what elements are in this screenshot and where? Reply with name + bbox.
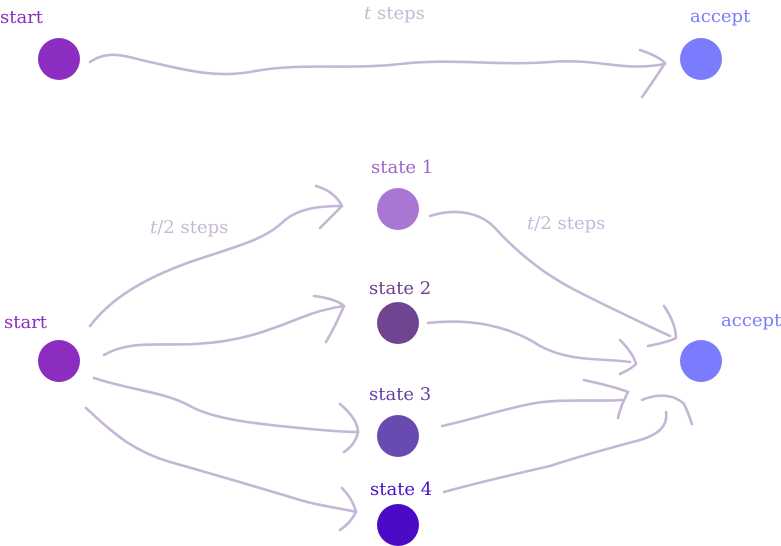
state4-node <box>377 504 419 546</box>
state2-node <box>377 302 419 344</box>
bottom-start-node <box>38 340 80 382</box>
arrowhead-state3 <box>338 402 360 454</box>
arrow-state2-to-accept <box>426 320 632 364</box>
state3-label: state 3 <box>369 384 432 405</box>
arrow-state1-to-accept <box>428 210 672 338</box>
state1-node <box>377 188 419 230</box>
arrow-state4-to-accept <box>442 410 668 494</box>
arrowhead-top <box>638 48 667 99</box>
top-start-node <box>38 38 80 80</box>
arrowhead-state4-accept <box>640 394 694 426</box>
arrow-start-to-state1 <box>88 204 344 328</box>
arrowhead-state1 <box>314 184 344 230</box>
arrow-top-start-to-accept <box>88 53 667 76</box>
top-start-label: start <box>0 7 44 28</box>
arrow-start-to-state4 <box>84 406 358 514</box>
bottom-accept-node <box>680 340 722 382</box>
arrowhead-state3-accept <box>582 378 630 420</box>
arrowhead-state2 <box>312 294 346 344</box>
arrow-start-to-state2 <box>102 304 346 357</box>
top-accept-label: accept <box>690 6 751 27</box>
right-steps-label: t/2 steps <box>527 213 606 234</box>
top-steps-word: steps <box>376 3 425 24</box>
arrowhead-state4 <box>338 486 358 532</box>
arrowhead-state2-accept <box>618 338 638 376</box>
top-steps-label: t steps <box>364 5 425 23</box>
state1-label: state 1 <box>371 157 434 178</box>
arrowhead-state1-accept <box>646 304 678 348</box>
top-steps-var: t <box>364 3 372 24</box>
arrow-start-to-state3 <box>92 376 360 434</box>
state4-label: state 4 <box>370 479 433 500</box>
top-accept-node <box>680 38 722 80</box>
bottom-accept-label: accept <box>721 310 781 331</box>
arrow-state3-to-accept <box>440 398 624 428</box>
bottom-start-label: start <box>4 312 48 333</box>
left-steps-label: t/2 steps <box>150 217 229 238</box>
state3-node <box>377 415 419 457</box>
state2-label: state 2 <box>369 278 432 299</box>
